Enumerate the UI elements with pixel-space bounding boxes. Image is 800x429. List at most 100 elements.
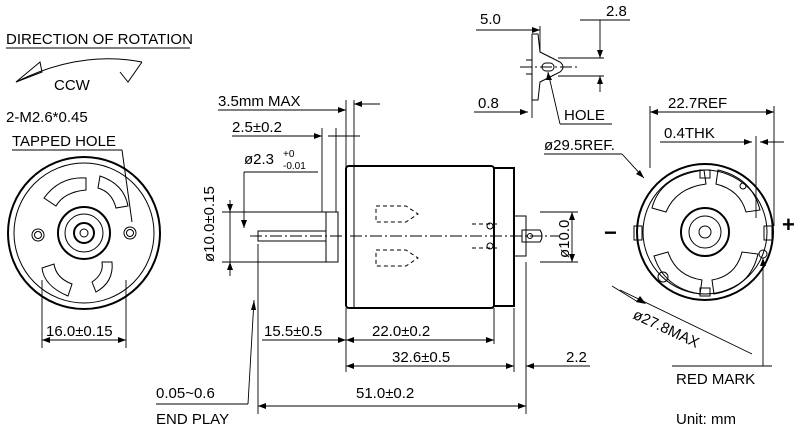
end-plate-inner-ring bbox=[13, 162, 155, 304]
boss-outer bbox=[57, 206, 111, 260]
rotation-arrowhead-right bbox=[119, 61, 143, 83]
can-length-arrow-left bbox=[346, 337, 354, 343]
ref-dia-text: ø29.5REF. bbox=[544, 137, 615, 154]
tapped-hole-left-inner bbox=[34, 231, 42, 239]
cap-tab-top bbox=[699, 169, 711, 179]
hole-leader bbox=[547, 71, 561, 125]
can-outer-circle bbox=[636, 163, 774, 301]
minus-sign: − bbox=[604, 220, 617, 245]
brush-dot-top bbox=[486, 222, 494, 230]
slot-bottom-right bbox=[91, 261, 113, 293]
terminal-minus bbox=[633, 225, 643, 241]
slot-top-right bbox=[97, 175, 129, 209]
cap-rib-bottom-left bbox=[653, 251, 703, 295]
shaft-dia-tol-lower: -0.01 bbox=[283, 161, 306, 172]
hole-leader-arrow bbox=[546, 72, 552, 80]
terminal-height-text: 2.8 bbox=[606, 3, 627, 20]
terminal-offset-text: 2.2 bbox=[566, 349, 587, 366]
right-end-view: 22.7REF 0.4THK ø29.5REF. bbox=[544, 95, 795, 388]
red-mark-arrow bbox=[760, 258, 766, 266]
terminal-body bbox=[531, 33, 564, 101]
shaft-step-arrow bbox=[314, 133, 322, 139]
shaft-length-max-arrow-2 bbox=[354, 101, 362, 107]
cap-rib-bottom-right bbox=[711, 251, 759, 295]
shaft-step-text: 2.5±0.2 bbox=[232, 119, 282, 136]
shaft-length-max-arrow bbox=[338, 107, 346, 113]
ref-width-text: 22.7REF bbox=[668, 95, 727, 112]
hidden-magnet-bottom bbox=[375, 249, 419, 267]
ccw-label: CCW bbox=[54, 77, 91, 94]
cap-rib-top-right bbox=[715, 169, 761, 213]
shaft-end bbox=[79, 228, 89, 238]
rotation-arc bbox=[15, 58, 143, 83]
thickness-arrow-2 bbox=[760, 139, 768, 145]
cap-bearing bbox=[698, 225, 712, 239]
rear-terminal bbox=[521, 229, 543, 243]
tapped-hole-right-outer bbox=[123, 226, 137, 240]
units-label: Unit: mm bbox=[676, 411, 736, 428]
slot-top-left bbox=[43, 177, 87, 207]
boss-dia-text: ø10.0±0.15 bbox=[201, 186, 218, 262]
brush-dot-bottom bbox=[486, 242, 494, 250]
tapped-leader bbox=[121, 149, 133, 223]
terminal-thickness-arrow bbox=[520, 109, 528, 115]
end-play-label: END PLAY bbox=[156, 411, 229, 428]
terminal-width-arrow bbox=[532, 27, 540, 33]
tapped-hole-right-inner bbox=[126, 229, 134, 237]
terminal-height-arrow-top bbox=[597, 50, 603, 58]
thread-label: 2-M2.6*0.45 bbox=[6, 109, 88, 126]
boss-mid bbox=[64, 213, 104, 253]
cap-rib-top-left bbox=[651, 169, 707, 213]
overall-length-arrow-right bbox=[518, 403, 526, 409]
max-dia-text: ø27.8MAX bbox=[630, 306, 701, 351]
cap-hole-bottom bbox=[657, 271, 669, 283]
end-plate-outer bbox=[7, 156, 161, 310]
terminal-offset-arrow bbox=[526, 363, 534, 369]
terminal-plus bbox=[763, 225, 773, 241]
body-length-text: 32.6±0.5 bbox=[392, 349, 450, 366]
terminal-thickness-text: 0.8 bbox=[478, 95, 499, 112]
end-cap bbox=[493, 167, 515, 307]
end-boss-arrow-top bbox=[569, 212, 575, 220]
tapped-hole-label: TAPPED HOLE bbox=[12, 133, 116, 150]
cap-hole-top bbox=[739, 182, 747, 190]
end-boss-arrow-bottom bbox=[569, 254, 575, 262]
can-length-arrow-right bbox=[486, 337, 494, 343]
shaft-dia-tol-upper: +0 bbox=[283, 149, 295, 160]
end-boss-dim-text: ø10.0 bbox=[556, 220, 573, 258]
motor-can bbox=[345, 165, 495, 309]
end-play-value: 0.05~0.6 bbox=[156, 385, 215, 402]
cap-tab-bottom bbox=[699, 287, 711, 297]
ref-width-arrow-right bbox=[766, 109, 774, 115]
terminal-width-text: 5.0 bbox=[480, 11, 501, 28]
hole-label: HOLE bbox=[564, 107, 605, 124]
red-mark-label: RED MARK bbox=[676, 371, 755, 388]
left-end-view: DIRECTION OF ROTATION CCW 2-M2.6*0.45 TA… bbox=[6, 31, 193, 348]
front-boss bbox=[325, 211, 339, 263]
bearing bbox=[73, 222, 95, 244]
terminal-height-arrow-bottom bbox=[597, 76, 603, 84]
hidden-brush bbox=[472, 223, 498, 249]
end-play-arrow bbox=[251, 300, 256, 310]
boss-dia-arrow-bottom bbox=[227, 262, 233, 270]
overall-length-arrow-left bbox=[258, 403, 266, 409]
shaft-ext-arrow bbox=[338, 337, 346, 343]
thickness-arrow bbox=[744, 139, 752, 145]
terminal-detail: 5.0 2.8 0.8 HOLE bbox=[474, 3, 630, 125]
end-play-leader bbox=[247, 299, 255, 405]
width-dim-text: 16.0±0.15 bbox=[46, 323, 113, 340]
max-dia-arrow bbox=[636, 296, 646, 304]
width-arrow-right bbox=[118, 337, 126, 343]
ref-width-arrow-left bbox=[650, 109, 658, 115]
thickness-text: 0.4THK bbox=[664, 125, 715, 142]
shaft-length-max-text: 3.5mm MAX bbox=[218, 93, 301, 110]
side-view: 3.5mm MAX 2.5±0.2 ø2.3 +0 -0.01 ø10.0±0.… bbox=[156, 93, 590, 428]
ref-dia-arrow bbox=[636, 170, 644, 178]
shaft-ext-text: 15.5±0.5 bbox=[264, 323, 322, 340]
overall-length-text: 51.0±0.2 bbox=[356, 385, 414, 402]
body-length-arrow-right bbox=[506, 363, 514, 369]
tapped-hole-left-outer bbox=[31, 228, 45, 242]
cap-boss bbox=[680, 207, 730, 257]
